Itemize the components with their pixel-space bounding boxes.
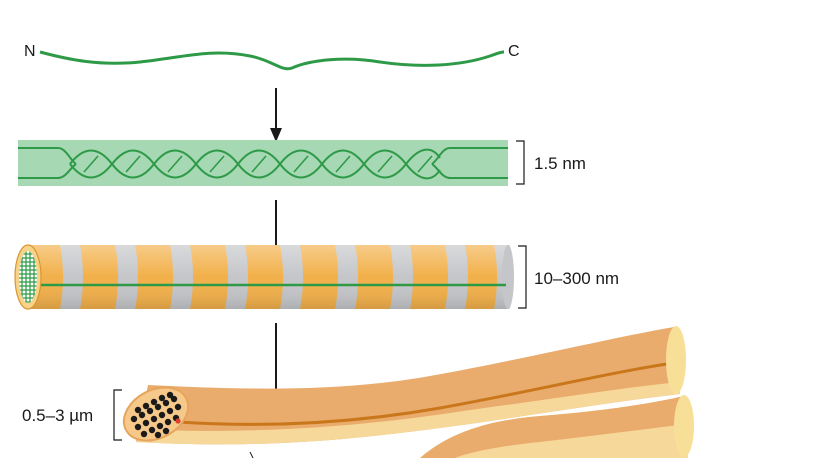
helix-strand-2: [69, 149, 441, 180]
fibril-bundle: [130, 391, 182, 439]
fibril: 10–300 nm: [14, 244, 619, 310]
fibril-dimension-bracket: [518, 245, 527, 309]
upper-fiber-end: [666, 326, 686, 394]
fiber-pointer-line: [249, 451, 254, 458]
polypeptide-chain: N C: [24, 43, 520, 71]
upper-fiber-stripe: [177, 360, 681, 426]
helix-dimension-bracket: [516, 140, 525, 185]
upper-fiber-body: [136, 327, 680, 445]
n-terminus-label: N: [24, 43, 36, 60]
fibril-cross-section-mesh: [19, 251, 37, 303]
highlighted-fibril-marker: [175, 418, 181, 424]
fiber-cross-section: [122, 386, 190, 442]
fiber-dimension-bracket: [113, 389, 122, 441]
c-terminus-label: C: [508, 43, 520, 60]
helix-dimension-label: 1.5 nm: [534, 154, 586, 173]
arrow-chain-to-helix: [270, 88, 282, 142]
triple-helix: 1.5 nm: [18, 140, 586, 186]
chain-line: [39, 50, 505, 71]
upper-fiber-underside: [136, 382, 680, 445]
collagen-fiber: 0.5–3 µm: [22, 326, 694, 458]
helix-strand-1: [69, 148, 441, 179]
fibril-far-end: [502, 245, 514, 309]
lower-fiber-end: [674, 395, 694, 457]
fibril-dimension-label: 10–300 nm: [534, 269, 619, 288]
helix-strand-3: [83, 155, 433, 173]
fiber-dimension-label: 0.5–3 µm: [22, 406, 93, 425]
